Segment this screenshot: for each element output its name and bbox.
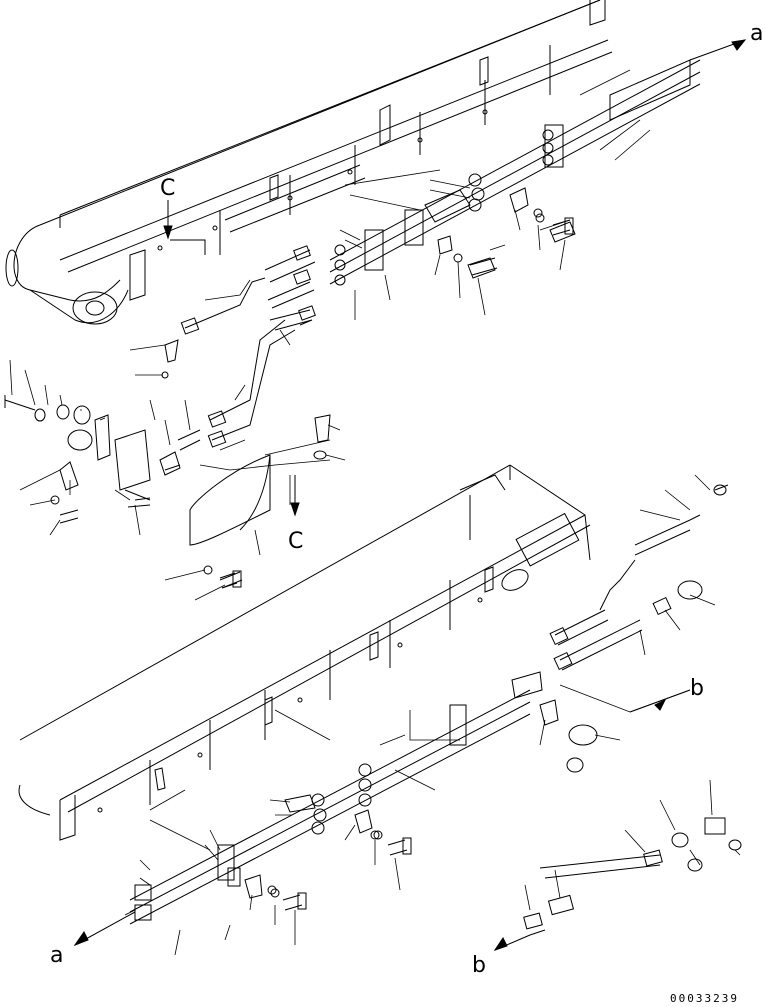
cover [189, 414, 331, 589]
lower-hose-assembly [129, 671, 543, 925]
bolts-washers [219, 213, 574, 911]
upper-conveyor-frame [5, 0, 613, 325]
label-a-top: a [750, 21, 763, 46]
leader-lines [9, 69, 741, 956]
label-c-mid: C [288, 529, 303, 554]
upper-hose-assembly [329, 59, 701, 286]
arrows [73, 39, 747, 951]
view-labels: a a b b C C 00033239 [50, 21, 763, 1005]
label-c-top: C [160, 176, 175, 201]
label-b-bottom: b [472, 953, 486, 978]
lower-loose-hoses [523, 484, 742, 936]
drawing-number: 00033239 [670, 992, 739, 1005]
upper-loose-hoses [180, 245, 316, 448]
lower-conveyor-frame [18, 464, 591, 841]
left-bracket-parts [4, 339, 201, 524]
label-a-bottom: a [50, 943, 63, 968]
label-b-mid: b [690, 676, 704, 701]
